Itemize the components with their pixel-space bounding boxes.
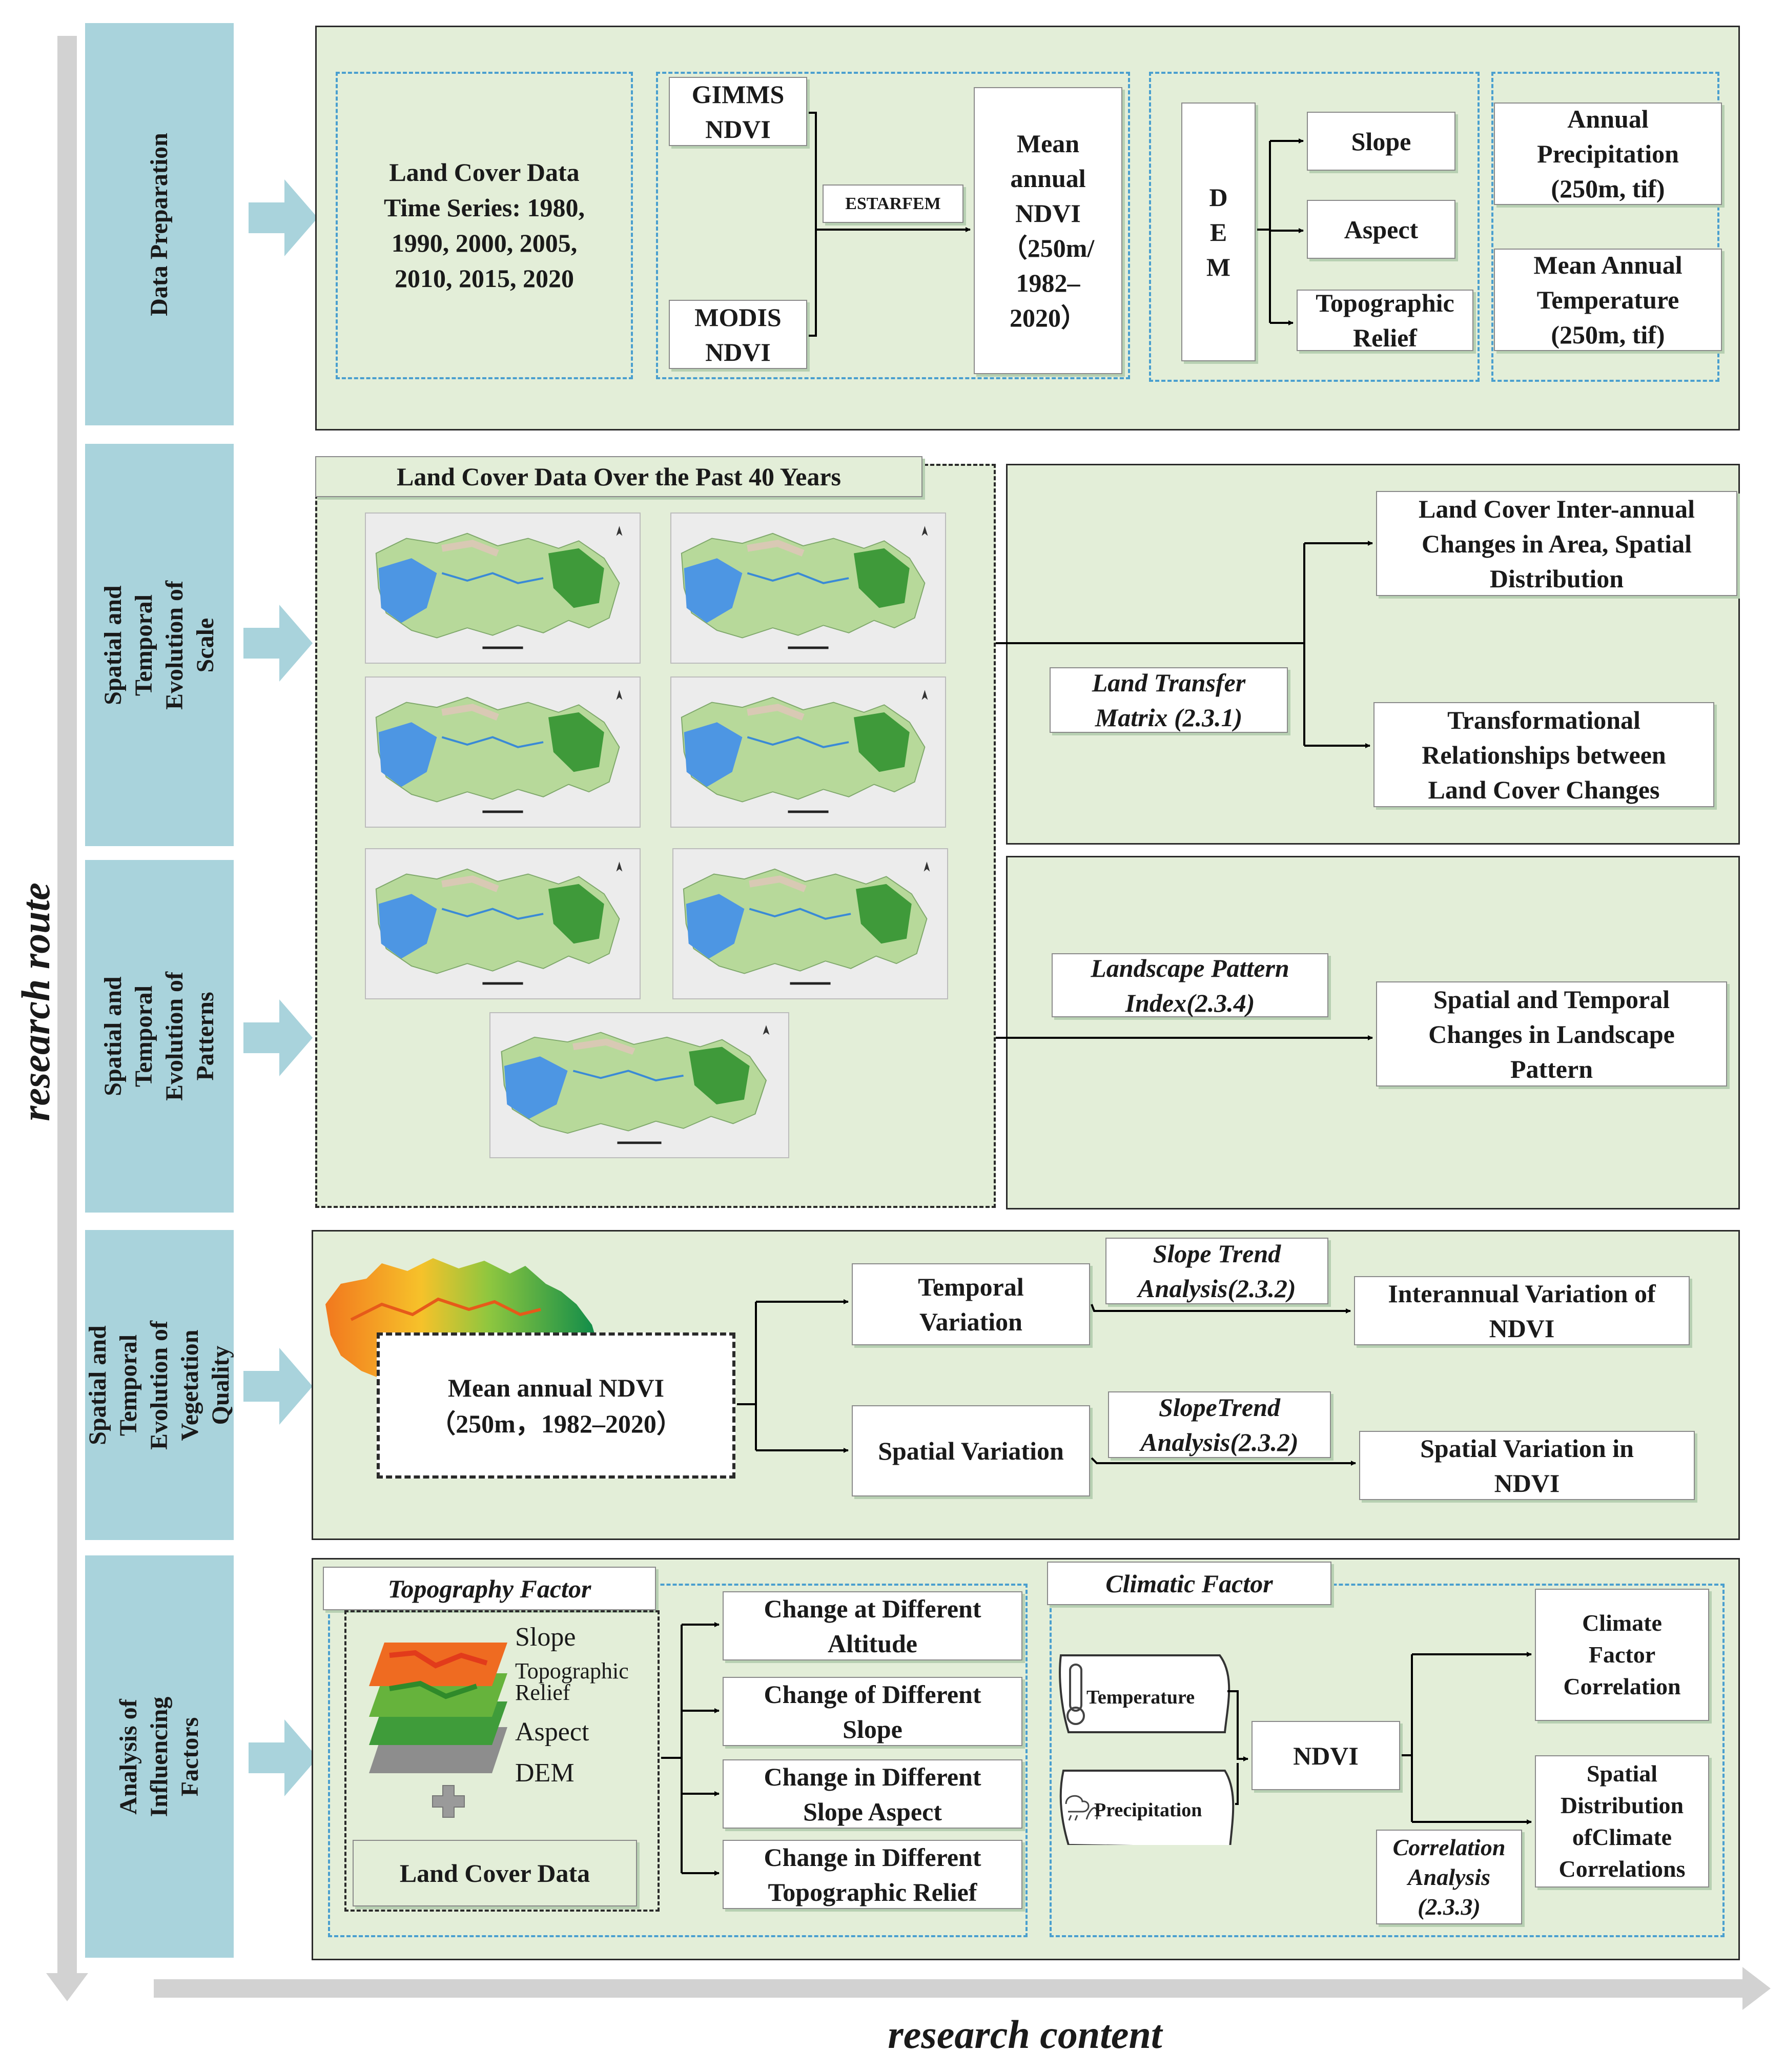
- landscape-pattern-change-box: Spatial and Temporal Changes in Landscap…: [1376, 981, 1727, 1086]
- change-slope-box: Change of Different Slope: [723, 1677, 1022, 1746]
- land-cover-group: [336, 72, 633, 379]
- stage-arrow: [243, 605, 313, 682]
- modis-ndvi-box: MODIS NDVI: [669, 300, 807, 369]
- land-transfer-matrix-box: Land Transfer Matrix (2.3.1): [1050, 667, 1288, 733]
- slope-box: Slope: [1307, 112, 1455, 171]
- weather-icon: [1065, 1795, 1098, 1821]
- land-cover-map: [670, 512, 946, 664]
- terrain-layer-stack: [369, 1643, 507, 1773]
- stage-arrow: [249, 179, 318, 256]
- slope-trend-analysis-box-2: SlopeTrend Analysis(2.3.2): [1108, 1391, 1331, 1458]
- land-cover-map: [365, 848, 641, 999]
- layer-label-aspect: Aspect: [515, 1717, 589, 1747]
- vertical-axis-arrow: [46, 36, 88, 2001]
- stage-arrow: [249, 1719, 318, 1796]
- land-cover-map: [672, 848, 948, 999]
- mean-annual-ndvi-box: Mean annual NDVI （250m/ 1982– 2020）: [974, 87, 1122, 374]
- annual-precipitation-box: Annual Precipitation (250m, tif): [1494, 102, 1722, 205]
- topographic-relief-box: Topographic Relief: [1297, 289, 1473, 352]
- horizontal-axis-arrow: [154, 1967, 1771, 2010]
- land-cover-maps-title: Land Cover Data Over the Past 40 Years: [315, 456, 922, 497]
- ndvi-box: NDVI: [1251, 1721, 1400, 1790]
- change-slope-aspect-box: Change in Different Slope Aspect: [723, 1759, 1022, 1829]
- correlation-analysis-box: Correlation Analysis (2.3.3): [1376, 1830, 1522, 1924]
- climate-group: [1491, 72, 1719, 382]
- interannual-ndvi-variation-box: Interannual Variation of NDVI: [1354, 1276, 1690, 1345]
- mean-annual-ndvi-label: Mean annual NDVI （250m，1982–2020）: [430, 1373, 682, 1438]
- transformational-relationships-box: Transformational Relationships between L…: [1373, 702, 1714, 807]
- climate-factor-correlation-box: Climate Factor Correlation: [1535, 1589, 1709, 1721]
- topography-inputs-group: [344, 1610, 660, 1912]
- stage-data-preparation: Data Preparation: [85, 23, 234, 425]
- stage-arrow: [243, 1348, 313, 1425]
- land-cover-map: [365, 676, 641, 828]
- layer-label-dem: DEM: [515, 1758, 575, 1788]
- research-content-label: research content: [888, 2012, 1162, 2057]
- thermometer-icon: [1066, 1664, 1085, 1725]
- land-cover-area-change-box: Land Cover Inter-annual Changes in Area,…: [1376, 491, 1737, 596]
- stage-influencing-factors: Analysis of Influencing Factors: [85, 1555, 234, 1958]
- stage-arrow: [243, 999, 313, 1076]
- land-cover-time-series: Land Cover Data Time Series: 1980, 1990,…: [383, 158, 585, 293]
- stage-vegetation-quality: Spatial and Temporal Evolution of Vegeta…: [84, 1230, 234, 1540]
- topography-group: [328, 1584, 1028, 1937]
- stage-evolution-of-patterns: Spatial and Temporal Evolution of Patter…: [85, 860, 234, 1213]
- climate-input-scrolls: [1059, 1654, 1235, 1845]
- change-altitude-box: Change at Different Altitude: [723, 1591, 1022, 1660]
- stage-evolution-of-scale: Spatial and Temporal Evolution of Scale: [85, 444, 234, 846]
- temperature-scroll: [1059, 1654, 1230, 1733]
- land-cover-map: [365, 512, 641, 664]
- spatial-variation-box: Spatial Variation: [852, 1405, 1090, 1496]
- layer-label-slope: Slope: [515, 1623, 576, 1652]
- land-cover-map: [489, 1012, 789, 1158]
- temporal-variation-box: Temporal Variation: [852, 1263, 1090, 1345]
- mean-annual-ndvi-source-box: [377, 1332, 735, 1479]
- spatial-distribution-climate-correlations-box: Spatial Distribution ofClimate Correlati…: [1535, 1755, 1709, 1888]
- climate-factor-group: [1050, 1584, 1725, 1937]
- ndvi-group: [656, 72, 1130, 379]
- estarfem-box: ESTARFEM: [823, 184, 963, 223]
- slope-trend-analysis-box: Slope Trend Analysis(2.3.2): [1105, 1238, 1328, 1304]
- landscape-pattern-index-box: Landscape Pattern Index(2.3.4): [1052, 953, 1328, 1017]
- land-cover-data-box: Land Cover Data: [353, 1840, 637, 1906]
- climatic-factor-title: Climatic Factor: [1047, 1562, 1331, 1605]
- gimms-ndvi-box: GIMMS NDVI: [669, 77, 807, 146]
- temperature-label: Temperature: [1086, 1687, 1195, 1708]
- dem-box: D E M: [1181, 102, 1256, 361]
- layer-label-relief: Topographic Relief: [515, 1658, 629, 1705]
- change-relief-box: Change in Different Topographic Relief: [723, 1840, 1022, 1909]
- land-cover-map: [670, 676, 946, 828]
- dem-group: [1149, 72, 1480, 382]
- aspect-box: Aspect: [1307, 200, 1455, 259]
- topography-factor-title: Topography Factor: [323, 1567, 656, 1610]
- precipitation-label: Precipitation: [1094, 1799, 1202, 1821]
- spatial-ndvi-variation-box: Spatial Variation in NDVI: [1359, 1431, 1695, 1500]
- precipitation-scroll: [1059, 1770, 1235, 1845]
- mean-annual-temperature-box: Mean Annual Temperature (250m, tif): [1494, 249, 1722, 351]
- plus-icon: [432, 1785, 465, 1818]
